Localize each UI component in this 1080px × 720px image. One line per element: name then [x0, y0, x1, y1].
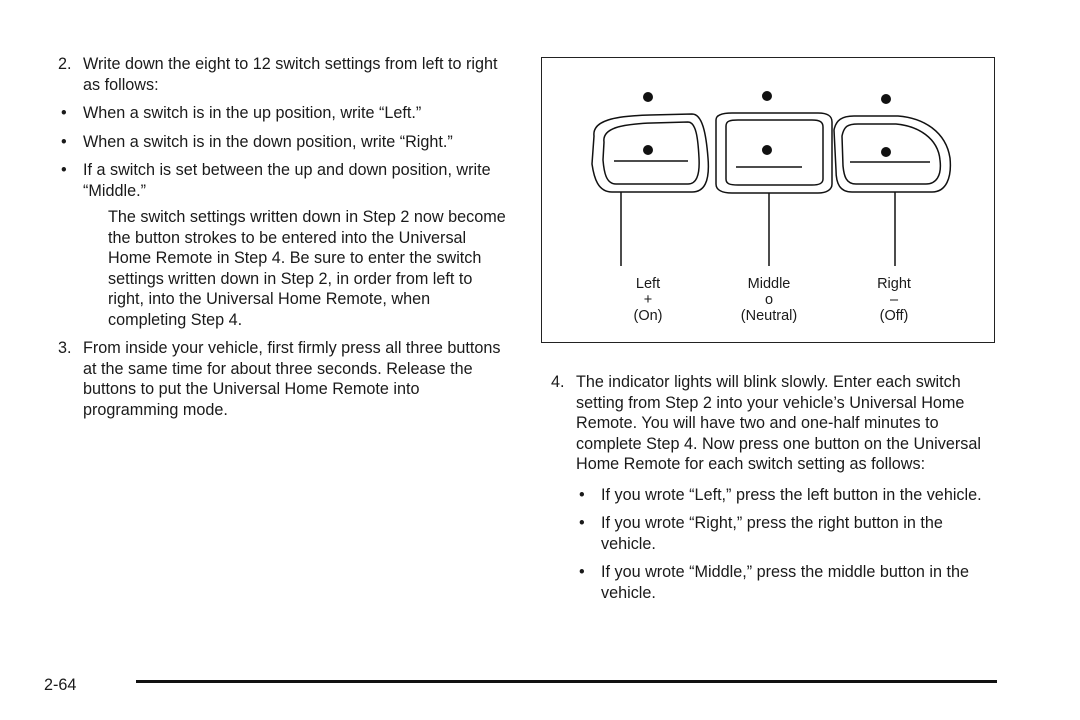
label-left-symbol: + [643, 292, 653, 308]
step-4: 4. The indicator lights will blink slowl… [551, 372, 1001, 475]
bullet-item: • When a switch is in the down position,… [58, 132, 508, 153]
step-2: 2. Write down the eight to 12 switch set… [58, 54, 508, 95]
label-right-state: (Off) [879, 308, 909, 324]
bullet-item: • When a switch is in the up position, w… [58, 103, 508, 124]
left-column: 2. Write down the eight to 12 switch set… [58, 54, 508, 428]
bullet-text: When a switch is in the up position, wri… [83, 104, 422, 122]
step-text: The indicator lights will blink slowly. … [576, 373, 981, 473]
bullet-item: • If you wrote “Middle,” press the middl… [551, 562, 1001, 603]
bullet-icon: • [61, 104, 67, 122]
bullet-item: • If you wrote “Right,” press the right … [551, 513, 1001, 554]
left-switch-face [602, 121, 700, 185]
left-switch-dot [643, 145, 653, 155]
label-right-name: Right [877, 276, 911, 292]
step-number: 4. [551, 373, 565, 391]
middle-switch-outline [715, 112, 833, 194]
label-middle-state: (Neutral) [740, 308, 798, 324]
page-number: 2-64 [44, 676, 77, 694]
middle-switch-dot [762, 145, 772, 155]
left-up-dot [643, 92, 653, 102]
right-switch-outline [833, 115, 952, 193]
step-3: 3. From inside your vehicle, first firml… [58, 338, 508, 420]
step-number: 2. [58, 55, 72, 73]
bullet-item: • If you wrote “Left,” press the left bu… [551, 485, 1001, 506]
right-column: 4. The indicator lights will blink slowl… [551, 372, 1001, 611]
label-middle: Middle o (Neutral) [709, 276, 829, 324]
label-right-symbol: – [889, 292, 899, 308]
bullet-text: If a switch is set between the up and do… [83, 161, 491, 200]
step-number: 3. [58, 339, 72, 357]
middle-up-dot [762, 91, 772, 101]
step-text: Write down the eight to 12 switch settin… [83, 55, 498, 94]
label-right: Right – (Off) [834, 276, 954, 324]
label-middle-name: Middle [747, 276, 791, 292]
step-text: From inside your vehicle, first firmly p… [83, 339, 501, 419]
bullet-icon: • [579, 563, 585, 581]
label-middle-symbol: o [764, 292, 774, 308]
switch-diagram: Left + (On) Middle o (Neutral) Right – (… [541, 57, 995, 343]
right-switch-dot [881, 147, 891, 157]
label-left-state: (On) [633, 308, 663, 324]
bullet-text: If you wrote “Left,” press the left butt… [601, 485, 982, 504]
label-left: Left + (On) [588, 276, 708, 324]
switch-illustration [591, 91, 952, 266]
bullet-item: • If a switch is set between the up and … [58, 160, 508, 201]
step-2-note: The switch settings written down in Step… [108, 208, 506, 329]
bullet-text: If you wrote “Right,” press the right bu… [601, 514, 943, 553]
bullet-icon: • [61, 161, 67, 179]
middle-switch-face [725, 119, 824, 186]
right-switch-face [841, 123, 942, 185]
bullet-icon: • [579, 514, 585, 532]
bullet-icon: • [579, 485, 585, 504]
label-left-name: Left [635, 276, 661, 292]
bullet-text: When a switch is in the down position, w… [83, 132, 453, 151]
footer-rule [136, 680, 997, 683]
left-switch-outline [591, 113, 710, 193]
right-up-dot [881, 94, 891, 104]
bullet-icon: • [61, 132, 67, 151]
bullet-text: If you wrote “Middle,” press the middle … [601, 563, 969, 602]
